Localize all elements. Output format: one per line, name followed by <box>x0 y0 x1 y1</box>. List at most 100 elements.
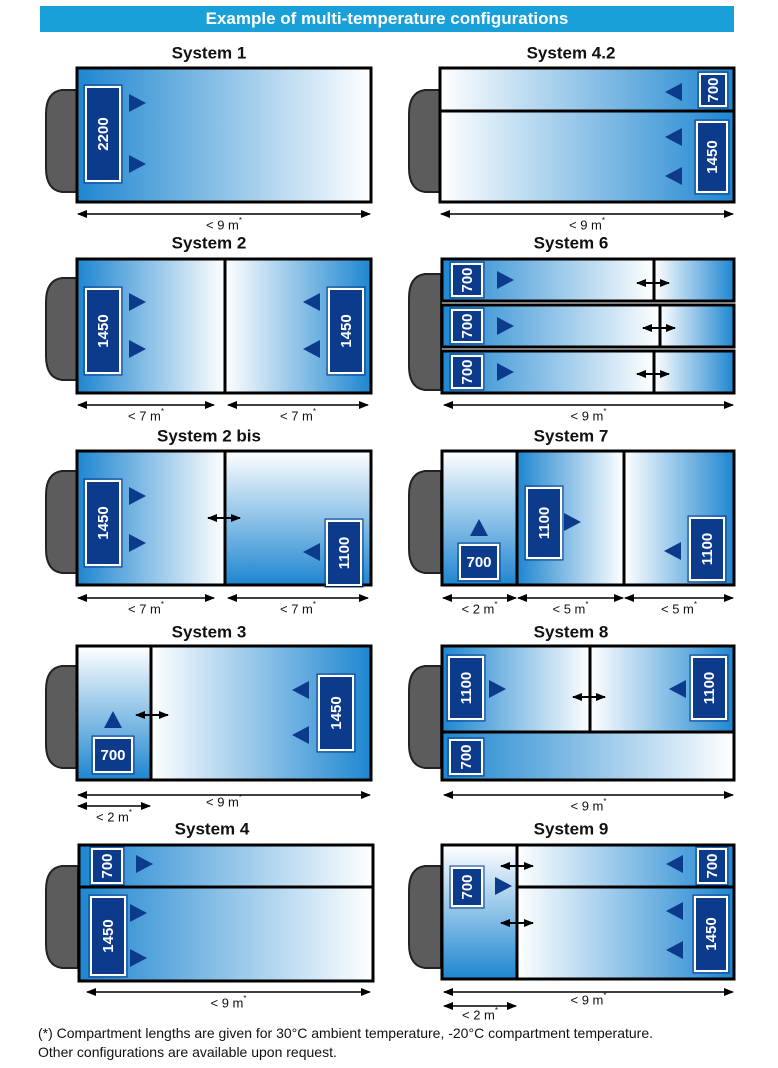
label-outline <box>457 542 501 582</box>
label-box <box>696 121 728 193</box>
triangle-arrow-icon <box>129 534 146 552</box>
system-3-title: System 3 <box>172 622 247 641</box>
temperature-label: 1100 <box>446 654 486 722</box>
label-box <box>451 867 483 907</box>
label-box <box>449 739 483 775</box>
truck-cab-icon <box>408 865 442 969</box>
label-outline <box>697 71 729 109</box>
label-box <box>326 520 362 586</box>
triangle-arrow-icon <box>564 513 581 531</box>
triangle-arrow-icon <box>129 487 146 505</box>
truck-cab-icon <box>45 89 79 193</box>
compartment <box>438 109 736 204</box>
label-value: 700 <box>459 874 476 899</box>
label-box <box>85 480 121 566</box>
system-2-bis-title: System 2 bis <box>157 426 261 445</box>
temperature-label: 1450 <box>692 894 730 974</box>
label-outline <box>689 654 729 722</box>
footnote: (*) Compartment lengths are given for 30… <box>38 1024 758 1062</box>
label-box <box>691 656 727 720</box>
label-outline <box>447 737 485 777</box>
label-box <box>85 288 121 374</box>
label-outline <box>687 515 727 583</box>
footnote-line-2: Other configurations are available upon … <box>38 1044 337 1060</box>
dimension-label: < 9 m* <box>571 407 607 423</box>
truck-cab-icon <box>408 89 442 193</box>
dimension-label: < 9 m* <box>569 216 605 232</box>
triangle-arrow-icon <box>666 941 683 959</box>
system-7-title: System 7 <box>534 426 609 445</box>
dimension-label: < 9 m* <box>211 994 247 1010</box>
label-outline <box>524 485 564 561</box>
compartment <box>438 66 736 113</box>
truck-cab-icon <box>408 273 442 391</box>
label-box <box>85 86 121 182</box>
label-box <box>526 487 562 559</box>
label-value: 1100 <box>536 507 553 540</box>
label-value: 1450 <box>95 314 112 347</box>
temperature-label: 1450 <box>88 894 128 978</box>
label-box <box>697 848 727 884</box>
triangle-arrow-icon <box>497 317 514 335</box>
compartment <box>77 885 375 983</box>
label-box <box>90 896 126 976</box>
temperature-label: 1100 <box>524 485 564 561</box>
label-box <box>459 544 499 580</box>
label-outline <box>449 353 485 391</box>
dimension-label: < 9 m* <box>206 793 242 809</box>
system-6: 700 700 700 < 9 m* <box>408 257 736 423</box>
triangle-arrow-icon <box>470 519 488 536</box>
temperature-label: 700 <box>449 307 485 345</box>
triangle-arrow-icon <box>130 949 147 967</box>
label-value: 1100 <box>699 533 716 566</box>
temperature-label: 1100 <box>687 515 727 583</box>
temperature-label: 1450 <box>316 673 356 753</box>
temperature-label: 1100 <box>324 518 364 588</box>
label-box <box>451 309 483 343</box>
label-value: 700 <box>459 359 476 384</box>
label-outline <box>692 894 730 974</box>
label-outline <box>88 894 128 978</box>
triangle-arrow-icon <box>129 94 146 112</box>
label-outline <box>83 84 123 184</box>
triangle-arrow-icon <box>666 902 683 920</box>
label-outline <box>89 846 125 886</box>
label-box <box>451 263 483 297</box>
label-value: 1100 <box>458 672 475 705</box>
truck-cab-icon <box>45 470 79 574</box>
temperature-label: 2200 <box>83 84 123 184</box>
label-outline <box>83 286 123 376</box>
temperature-label: 700 <box>449 261 485 299</box>
compartment <box>658 303 736 349</box>
label-outline <box>695 846 729 886</box>
label-outline <box>694 119 730 195</box>
label-outline <box>449 261 485 299</box>
triangle-arrow-icon <box>129 293 146 311</box>
triangle-arrow-icon <box>104 711 122 728</box>
system-4-title: System 4 <box>175 819 250 838</box>
truck-cab-icon <box>408 470 442 574</box>
triangle-arrow-icon <box>495 877 512 895</box>
label-box <box>451 355 483 389</box>
label-value: 700 <box>704 853 721 878</box>
label-value: 700 <box>99 853 116 878</box>
dimension-label: < 5 m* <box>661 600 697 616</box>
temperature-label: 700 <box>457 542 501 582</box>
truck-cab-icon <box>45 865 79 969</box>
triangle-arrow-icon <box>303 293 320 311</box>
dimension-label: < 9 m* <box>206 216 242 232</box>
label-value: 700 <box>458 744 475 769</box>
header-title: Example of multi-temperature configurati… <box>40 6 734 32</box>
truck-cab-icon <box>45 277 79 381</box>
triangle-arrow-icon <box>666 855 683 873</box>
footnote-line-1: (*) Compartment lengths are given for 30… <box>38 1025 654 1041</box>
system-8-title: System 8 <box>534 622 609 641</box>
temperature-label: 700 <box>449 865 485 909</box>
dimension-label: < 9 m* <box>571 991 607 1007</box>
label-value: 2200 <box>95 117 112 150</box>
triangle-arrow-icon <box>130 904 147 922</box>
